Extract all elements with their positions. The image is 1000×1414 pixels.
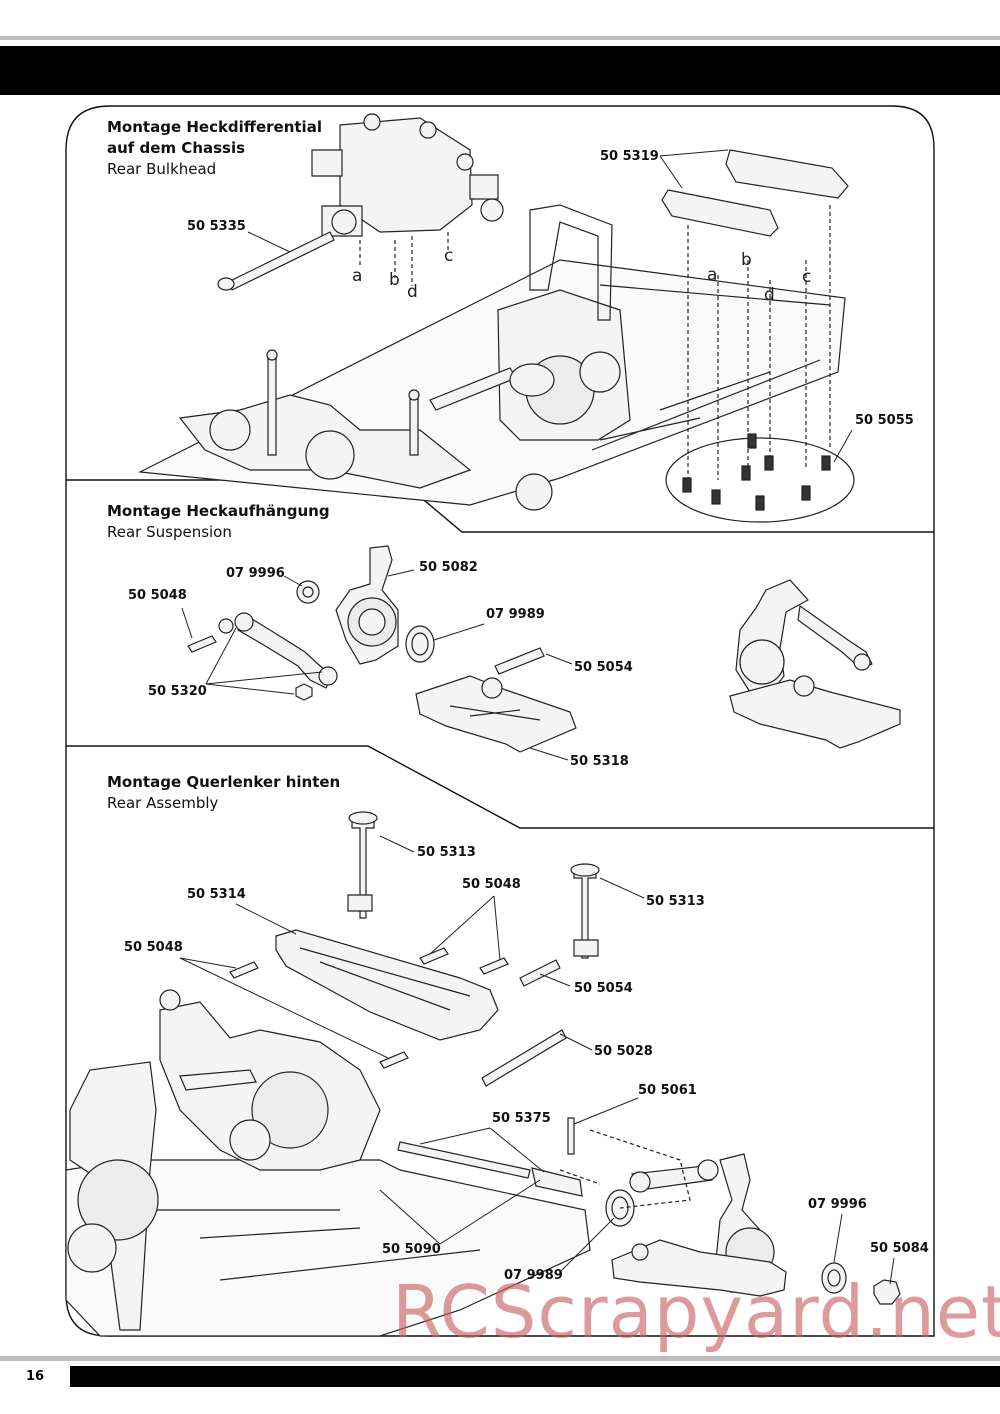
letter-label: a [707, 265, 718, 285]
part-label: 50 5319 [600, 149, 659, 164]
letter-label: b [741, 250, 752, 270]
section-2-title-de: Montage Heckaufhängung [107, 502, 330, 520]
divider-2 [66, 745, 934, 829]
part-label: 50 5048 [128, 588, 187, 603]
letter-label: d [764, 285, 775, 305]
part-label: 07 9996 [808, 1197, 867, 1212]
header-band [0, 46, 1000, 95]
part-label: 50 5055 [855, 413, 914, 428]
post-left [351, 819, 375, 919]
letter-label: c [802, 267, 812, 287]
part-label: 07 9989 [486, 607, 545, 622]
letter-label: d [407, 282, 418, 302]
part-label: 50 5090 [382, 1242, 441, 1257]
section-1-title-de: Montage Heckdifferential auf dem Chassis [107, 118, 322, 157]
assembly-drawing [65, 811, 901, 1337]
upper-plate-left [661, 189, 779, 237]
bulkhead-drawing [137, 113, 855, 523]
section-3-title-de: Montage Querlenker hinten [107, 773, 341, 791]
upper-plate [275, 929, 499, 1041]
part-label: 50 5048 [462, 877, 521, 892]
section-2-heading: Montage Heckaufhängung Rear Suspension [107, 501, 330, 543]
part-label: 50 5313 [417, 845, 476, 860]
part-label: 50 5314 [187, 887, 246, 902]
page-number: 16 [0, 1366, 70, 1387]
part-label: 50 5082 [419, 560, 478, 575]
part-label: 50 5028 [594, 1044, 653, 1059]
part-label: 50 5335 [187, 219, 246, 234]
footer-rule [0, 1356, 1000, 1361]
watermark-text: RCScrapyard.net [392, 1270, 1000, 1354]
part-label: 07 9989 [504, 1268, 563, 1283]
part-label: 50 5048 [124, 940, 183, 955]
section-frame [65, 105, 935, 1337]
part-label: 50 5320 [148, 684, 207, 699]
screw-group [665, 437, 855, 523]
axle-shaft [227, 231, 335, 291]
upper-plate-right [725, 149, 849, 199]
header-rule [0, 36, 1000, 40]
part-label: 50 5318 [570, 754, 629, 769]
part-label: 50 5054 [574, 660, 633, 675]
tie-rod [237, 613, 333, 689]
section-2-title-en: Rear Suspension [107, 523, 232, 541]
drive-shaft [397, 1141, 531, 1179]
section-1-title-en: Rear Bulkhead [107, 160, 217, 178]
part-label: 50 5061 [638, 1083, 697, 1098]
section-3-title-en: Rear Assembly [107, 794, 219, 812]
part-label: 50 5084 [870, 1241, 929, 1256]
section-1-heading: Montage Heckdifferential auf dem Chassis… [107, 117, 322, 180]
part-label: 50 5375 [492, 1111, 551, 1126]
letter-label: b [389, 270, 400, 290]
part-label: 50 5313 [646, 894, 705, 909]
section-3-heading: Montage Querlenker hinten Rear Assembly [107, 772, 340, 814]
letter-label: c [444, 246, 454, 266]
part-label: 07 9996 [226, 566, 285, 581]
suspension-drawing [187, 545, 901, 753]
part-label: 50 5054 [574, 981, 633, 996]
letter-label: a [352, 266, 363, 286]
footer-band [0, 1366, 1000, 1387]
